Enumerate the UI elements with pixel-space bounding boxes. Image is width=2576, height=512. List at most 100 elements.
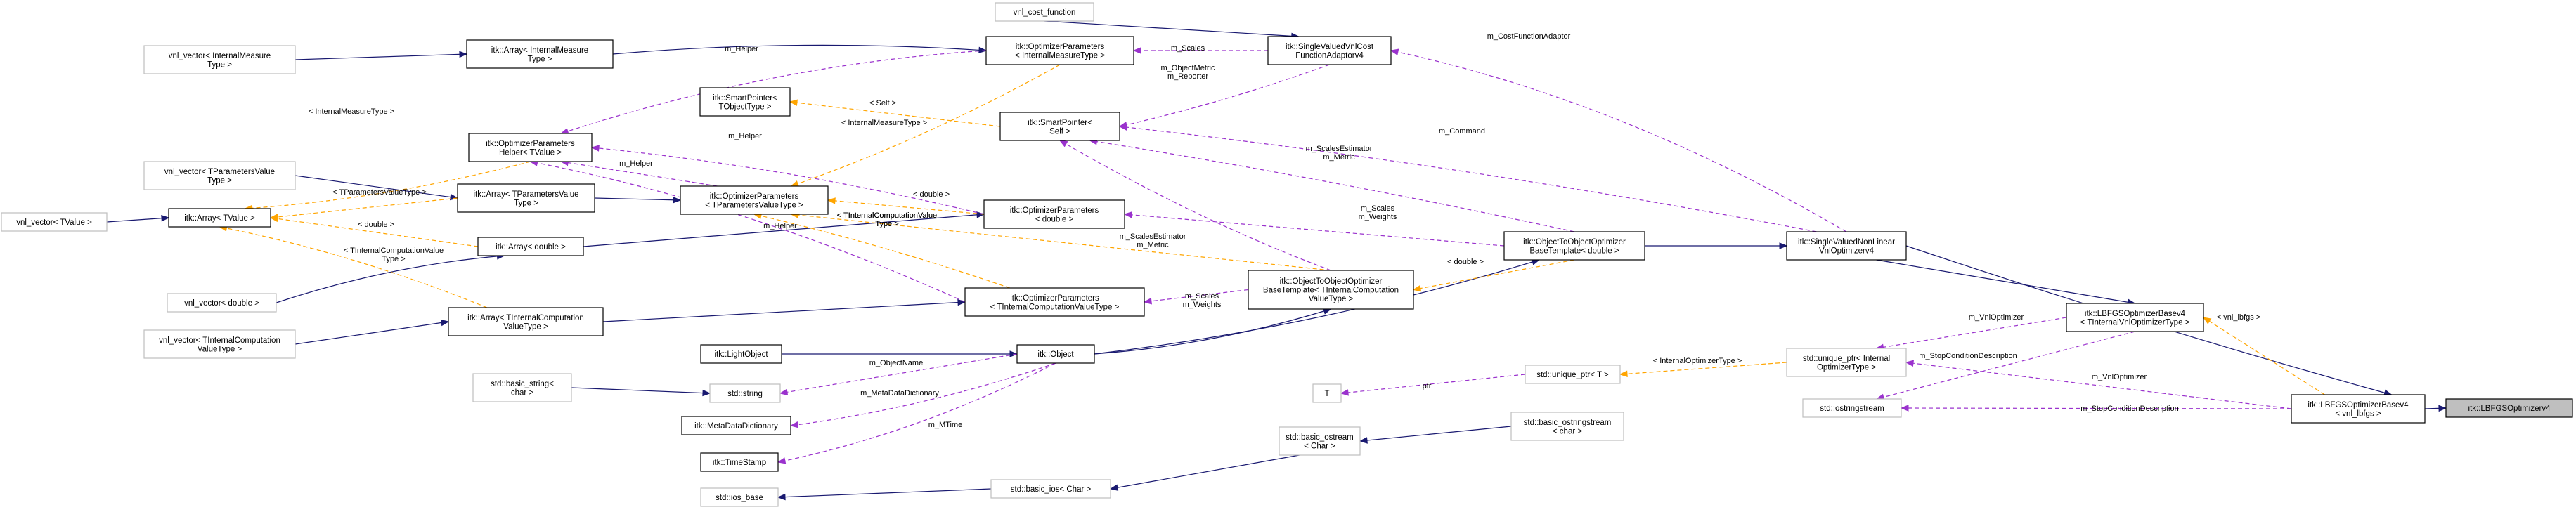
node-box [457,183,595,213]
node-label: itk::Array< double > [496,243,566,251]
member-edge-line [1876,331,2135,400]
edge-label: < InternalOptimizerType > [1653,357,1742,365]
node-label: itk::SingleValuedVnlCost [1286,43,1374,51]
node-unique-ptr-internal[interactable]: std::unique_ptr< InternalOptimizerType > [1786,348,1907,377]
member-edge: m_Helper [529,159,966,303]
edge-label: m_MetaDataDictionary [860,389,939,398]
node-opt-params-tpv[interactable]: itk::OptimizerParameters< TParametersVal… [680,185,829,215]
node-label: std::basic_ostringstream [1524,419,1612,427]
node-label: itk::OptimizerParameters [710,192,799,201]
node-array-double[interactable]: itk::Array< double > [477,237,584,256]
member-edge-line [561,161,718,187]
node-svvcfa[interactable]: itk::SingleValuedVnlCostFunctionAdaptorv… [1267,36,1392,65]
node-ostringstream[interactable]: std::ostringstream [1802,398,1902,418]
node-unique-ptr-t[interactable]: std::unique_ptr< T > [1525,365,1621,384]
tmpl-edge-line [1413,259,1575,291]
node-basic-string[interactable]: std::basic_string<char > [472,373,572,402]
node-ios-base[interactable]: std::ios_base [700,487,779,507]
member-edge-line [1059,140,1331,271]
node-time-stamp[interactable]: itk::TimeStamp [700,452,779,472]
node-label: Type > [207,176,232,185]
node-box [2445,398,2573,418]
node-opt-params-ticvt[interactable]: itk::OptimizerParameters< TInternalCompu… [964,287,1145,317]
node-opt-params-double[interactable]: itk::OptimizerParameters< double > [983,199,1125,229]
node-label: < InternalMeasureType > [1015,51,1105,60]
inherit-arrowhead [1779,242,1788,249]
node-box [700,452,779,472]
edge-label: m_Scales [1361,204,1395,213]
node-label: itk::SingleValuedNonLinear [1798,238,1895,247]
member-arrowhead [1123,211,1132,218]
node-o2o-ticvt[interactable]: itk::ObjectToObjectOptimizerBaseTemplate… [1248,270,1414,310]
member-arrowhead [777,457,787,464]
inherit-arrowhead [440,319,450,327]
node-array-tvalue[interactable]: itk::Array< TValue > [168,208,271,228]
node-box [1802,398,1902,418]
member-edge-line [591,147,985,215]
tmpl-edge: < double > [1412,258,1575,292]
edge-label: m_Helper [763,222,797,230]
node-vnl-vector-imt[interactable]: vnl_vector< InternalMeasureType > [143,45,296,74]
tmpl-arrowhead [269,215,279,223]
edge-label: Type > [875,220,898,228]
node-opt-params-imt[interactable]: itk::OptimizerParameters< InternalMeasur… [985,36,1134,65]
node-label: Type > [514,199,538,207]
node-label: OptimizerType > [1817,363,1876,372]
node-label: Type > [528,55,552,63]
node-lbfgs-v4[interactable]: itk::LBFGSOptimizerv4 [2445,398,2573,418]
node-meta-data-dict[interactable]: itk::MetaDataDictionary [681,416,791,435]
node-box [1786,231,1907,261]
inherit-edge [777,488,992,501]
node-label: < vnl_lbfgs > [2335,409,2381,418]
edge-label: m_VnlOptimizer [2092,373,2147,381]
inherit-edge-line [106,217,169,223]
node-vnl-vector-tpv[interactable]: vnl_vector< TParametersValueType > [143,161,296,190]
node-o2o-double[interactable]: itk::ObjectToObjectOptimizerBaseTemplate… [1503,231,1645,261]
tmpl-edge: < Self > [789,99,1001,127]
node-lbfgs-base-vnl[interactable]: itk::LBFGSOptimizerBasev4< vnl_lbfgs > [2291,394,2426,424]
node-label: std::ostringstream [1820,405,1884,413]
member-edge-line [1119,64,1330,127]
node-T[interactable]: T [1312,383,1342,403]
node-basic-ios[interactable]: std::basic_ios< Char > [990,479,1111,499]
member-edge-line [1124,214,1505,247]
node-label: BaseTemplate< double > [1529,247,1619,255]
node-itk-object[interactable]: itk::Object [1016,344,1095,364]
node-basic-ostringstream[interactable]: std::basic_ostringstream< char > [1510,412,1624,441]
node-std-string[interactable]: std::string [709,383,781,403]
node-box [985,36,1134,65]
edge-label: m_Weights [1359,213,1397,221]
node-label: itk::LightObject [714,350,768,359]
node-basic-ostream[interactable]: std::basic_ostream< Char > [1279,426,1361,456]
node-box [1525,365,1621,384]
inherit-edge-line [1044,20,1299,37]
node-label: ValueType > [198,345,242,353]
tmpl-edge: < double > [269,215,479,247]
inherit-edge [612,44,988,55]
node-vnl-vector-tvalue[interactable]: vnl_vector< TValue > [1,212,108,232]
node-lbfgs-base-ticvt[interactable]: itk::LBFGSOptimizerBasev4< TInternalVnlO… [2066,303,2204,332]
node-box [477,237,584,256]
node-box [1248,270,1414,310]
node-smartptr-self[interactable]: itk::SmartPointer<Self > [999,112,1120,141]
member-arrowhead [1143,298,1152,305]
node-label: Type > [207,60,232,69]
node-vnl-vector-double[interactable]: vnl_vector< double > [167,293,277,313]
edge-label: < Self > [869,99,896,107]
edge-label: < vnl_lbfgs > [2217,313,2260,322]
node-light-object[interactable]: itk::LightObject [700,344,782,364]
node-vnl-cost-function[interactable]: vnl_cost_function [995,2,1094,22]
inherit-arrowhead [777,493,786,501]
node-vnl-vector-ticvt[interactable]: vnl_vector< TInternalComputationValueTyp… [143,329,296,359]
edge-label: m_Scales [1185,292,1219,301]
node-array-imt[interactable]: itk::Array< InternalMeasureType > [466,39,614,69]
node-smartptr-tobject[interactable]: itk::SmartPointer<TObjectType > [699,87,791,117]
node-label: vnl_cost_function [1014,8,1076,17]
node-array-ticvt[interactable]: itk::Array< TInternalComputationValueTyp… [448,307,604,336]
edge-label: m_CostFunctionAdaptor [1487,32,1571,41]
inherit-arrowhead [702,389,711,397]
tmpl-arrowhead [1412,284,1422,292]
node-array-tpv[interactable]: itk::Array< TParametersValueType > [457,183,595,213]
